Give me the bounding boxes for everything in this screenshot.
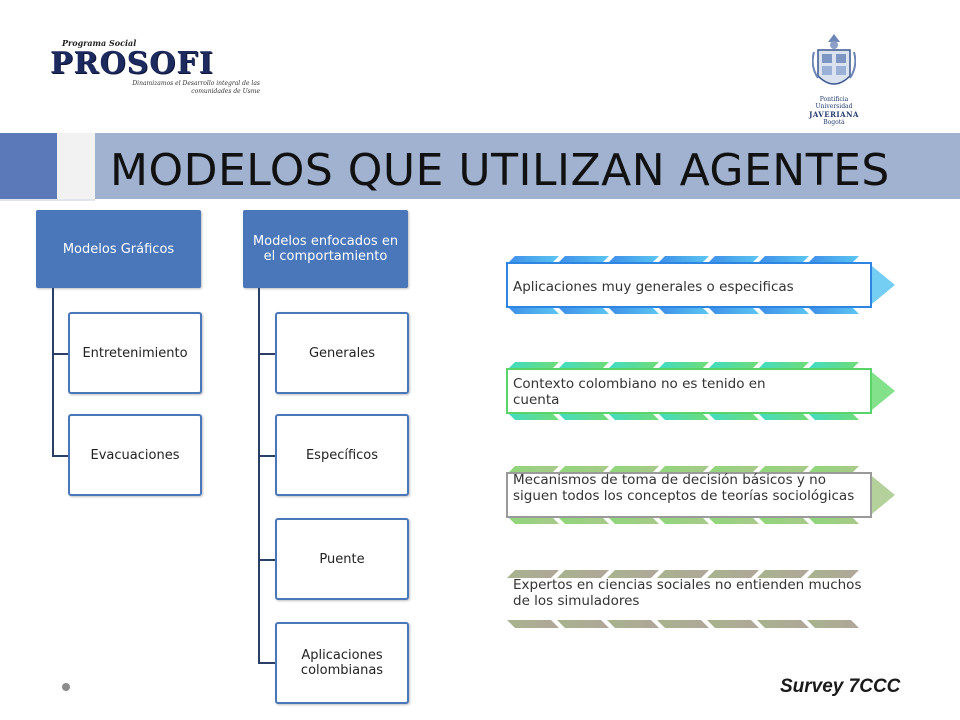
node-puente: Puente: [275, 518, 409, 600]
point-text-1: Aplicaciones muy generales o especificas: [513, 279, 794, 295]
point-text-box: [506, 262, 872, 308]
point-text-4: Expertos en ciencias sociales no entiend…: [513, 577, 862, 609]
chevron-arrow-2: [506, 362, 895, 420]
footer-label: Survey 7CCC: [780, 676, 901, 697]
slide-title: MODELOS QUE UTILIZAN AGENTES: [110, 145, 890, 196]
connector-comportamiento-2: [258, 455, 275, 457]
point-text-2: Contexto colombiano no es tenido en cuen…: [513, 376, 766, 408]
javeriana-city: Bogotá: [823, 119, 845, 126]
javeriana-name: JAVERIANA: [809, 110, 859, 119]
javeriana-crest-icon: [812, 34, 856, 85]
connector-graficos-trunk: [52, 288, 54, 456]
chevron-segment-bottom: [507, 620, 559, 628]
point-row-3: Mecanismos de toma de decisión básicos y…: [505, 464, 895, 526]
chevron-head: [867, 368, 895, 414]
title-band: [95, 133, 960, 199]
connector-graficos-2: [52, 455, 68, 457]
node-modelos-graficos: Modelos Gráficos: [36, 210, 201, 288]
bullet-dot: [62, 683, 70, 691]
chevron-segment-top: [807, 570, 859, 578]
chevron-segment-top: [557, 570, 609, 578]
chevron-segment-top: [607, 570, 659, 578]
point-row-1: Aplicaciones muy generales o especificas: [505, 254, 895, 316]
connector-comportamiento-1: [258, 353, 275, 355]
title-band-accent: [0, 133, 57, 199]
chevron-segment-top: [507, 570, 559, 578]
prosofi-tagline: Programa Social: [62, 38, 137, 48]
connector-comportamiento-trunk: [258, 288, 260, 664]
title-band-gap: [57, 133, 95, 199]
chevron-segment-bottom: [707, 620, 759, 628]
chevron-segment-top: [707, 570, 759, 578]
chevron-arrow-4: [507, 570, 859, 628]
node-aplicaciones-colombianas: Aplicaciones colombianas: [275, 622, 409, 704]
chevron-segment-top: [657, 570, 709, 578]
chevron-arrow-1: [506, 256, 895, 314]
point-text-3: Mecanismos de toma de decisión básicos y…: [513, 472, 855, 504]
chevron-arrow-3: [506, 466, 895, 524]
connector-comportamiento-4: [258, 662, 275, 664]
prosofi-description: Dinamizamos el Desarrollo integral de la…: [132, 80, 260, 95]
node-generales: Generales: [275, 312, 409, 394]
chevron-head: [867, 472, 895, 518]
chevron-segment-bottom: [757, 620, 809, 628]
chevron-head: [867, 262, 895, 308]
node-modelos-comportamiento: Modelos enfocados en el comportamiento: [243, 210, 408, 288]
node-entretenimiento: Entretenimiento: [68, 312, 202, 394]
prosofi-wordmark: PROSOFI: [50, 46, 214, 81]
point-row-2: Contexto colombiano no es tenido en cuen…: [505, 360, 895, 422]
chevron-segment-top: [757, 570, 809, 578]
node-evacuaciones: Evacuaciones: [68, 414, 202, 496]
prosofi-logo: Programa Social PROSOFI Dinamizamos el D…: [40, 38, 260, 100]
chevron-segment-bottom: [607, 620, 659, 628]
connector-graficos-1: [52, 353, 68, 355]
point-row-4: Expertos en ciencias sociales no entiend…: [505, 568, 895, 630]
chevron-segment-bottom: [657, 620, 709, 628]
javeriana-line1: Pontificia Universidad: [815, 96, 853, 110]
chevron-segment-bottom: [557, 620, 609, 628]
javeriana-logo: Pontificia Universidad JAVERIANA Bogotá: [804, 32, 864, 126]
title-band-underline: [0, 199, 95, 201]
point-text-box: [506, 472, 872, 518]
point-text-box: [506, 368, 872, 414]
connector-comportamiento-3: [258, 559, 275, 561]
chevron-segment-bottom: [807, 620, 859, 628]
node-especificos: Específicos: [275, 414, 409, 496]
